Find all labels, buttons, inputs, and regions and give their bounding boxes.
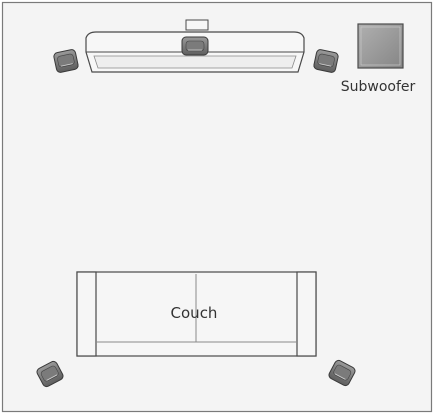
subwoofer-label: Subwoofer (341, 79, 416, 95)
speaker-icon (53, 49, 79, 73)
rear-right-speaker (328, 359, 356, 387)
front-right-speaker (313, 49, 339, 73)
soundbar-icon (185, 19, 209, 31)
speaker-icon (36, 360, 64, 388)
speaker-icon (328, 359, 356, 387)
subwoofer-icon (357, 23, 404, 69)
couch: Couch (76, 271, 317, 357)
rear-left-speaker (36, 360, 64, 388)
subwoofer: Subwoofer (341, 23, 416, 95)
soundbar-front-face (93, 55, 297, 69)
center-speaker (181, 36, 209, 56)
couch-left-arm (76, 271, 97, 357)
front-left-speaker (53, 49, 79, 73)
couch-label: Couch (171, 304, 218, 322)
speaker-icon (181, 36, 209, 56)
couch-right-arm (296, 271, 317, 357)
speaker-icon (313, 49, 339, 73)
